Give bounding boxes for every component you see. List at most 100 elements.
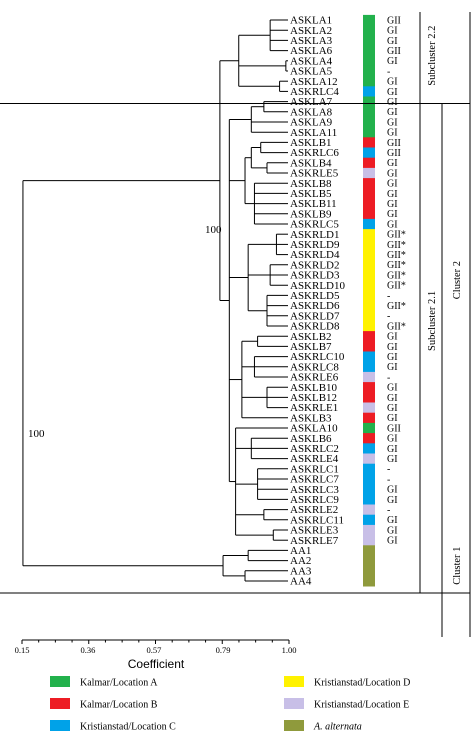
location-swatch	[363, 127, 375, 138]
location-swatch	[363, 239, 375, 250]
legend-swatch	[50, 676, 70, 687]
isolate-label: ASKRLD5	[290, 290, 340, 302]
location-swatch	[363, 269, 375, 281]
location-swatch	[363, 545, 375, 556]
genotype-label: GI	[387, 199, 398, 210]
genotype-label: GI	[387, 219, 398, 230]
genotype-label: GI	[387, 444, 398, 455]
isolate-label: ASKRLD6	[290, 300, 340, 312]
isolate-label: ASKLA2	[290, 25, 332, 37]
isolate-label: ASKLA6	[290, 45, 333, 57]
location-swatch	[363, 290, 375, 301]
location-swatch	[363, 524, 375, 536]
isolate-label: ASKLA3	[290, 35, 333, 47]
location-swatch	[363, 76, 375, 87]
isolate-label: ASKRLE6	[290, 372, 339, 384]
genotype-label: GI	[387, 168, 398, 179]
isolate-label: ASKRLC7	[290, 474, 339, 486]
legend-swatch	[284, 676, 304, 687]
legend-label: Kristianstad/Location C	[80, 722, 176, 733]
legend-label: Kalmar/Location A	[80, 678, 158, 689]
location-swatch	[363, 473, 375, 485]
location-swatch	[363, 157, 375, 169]
location-swatch	[363, 259, 375, 271]
isolate-label: ASKRLD2	[290, 259, 340, 271]
isolate-label: AA1	[290, 545, 311, 557]
location-swatch	[363, 433, 375, 444]
isolate-label: AA4	[290, 576, 312, 588]
genotype-label: GI	[387, 117, 398, 128]
isolate-label: ASKRLE5	[290, 168, 339, 180]
isolate-label: ASKLA8	[290, 106, 333, 118]
location-swatch	[363, 453, 375, 465]
legend-label: A. alternata	[313, 722, 362, 733]
genotype-label: GI	[387, 97, 398, 108]
isolate-label: ASKLA9	[290, 117, 333, 129]
location-swatch	[363, 147, 375, 159]
isolate-label: ASKRLE4	[290, 453, 339, 465]
genotype-label: GI	[387, 525, 398, 536]
location-swatch	[363, 188, 375, 199]
isolate-label: ASKLB1	[290, 137, 332, 149]
location-swatch	[363, 341, 375, 352]
location-swatch	[363, 116, 375, 128]
axis-tick-label: 0.57	[146, 645, 161, 655]
isolate-label: ASKRLD1	[290, 229, 340, 241]
location-swatch	[363, 96, 375, 108]
isolate-label: ASKLB2	[290, 331, 332, 343]
axis-tick-label: 0.79	[216, 645, 231, 655]
location-swatch	[363, 86, 375, 97]
location-swatch	[363, 35, 375, 46]
genotype-label: GI	[387, 87, 398, 98]
isolate-label: ASKLB9	[290, 208, 332, 220]
genotype-label: GII	[387, 423, 401, 434]
isolate-label: ASKRLD10	[290, 280, 346, 292]
genotype-label: GI	[387, 332, 398, 343]
isolate-label: ASKLA1	[290, 15, 332, 27]
genotype-label: GII*	[387, 301, 406, 312]
location-swatch	[363, 422, 375, 434]
legend-label: Kalmar/Location B	[80, 700, 158, 711]
legend-swatch	[50, 720, 70, 731]
genotype-label: GII*	[387, 260, 406, 271]
location-swatch	[363, 178, 375, 189]
isolate-label: ASKLB8	[290, 178, 332, 190]
isolate-label: ASKRLC4	[290, 86, 339, 98]
genotype-label: GI	[387, 536, 398, 547]
genotype-label: GI	[387, 495, 398, 506]
location-swatch	[363, 382, 375, 393]
cluster-label: Subcluster 2.2	[427, 26, 438, 86]
genotype-label: GI	[387, 26, 398, 37]
isolate-label: ASKRLE7	[290, 535, 339, 547]
genotype-label: GI	[387, 515, 398, 526]
location-swatch	[363, 208, 375, 220]
axis-tick-label: 0.36	[81, 645, 96, 655]
location-swatch	[363, 484, 375, 495]
isolate-label: ASKRLD9	[290, 239, 340, 251]
cluster-label: Cluster 2	[452, 261, 463, 299]
genotype-label: GI	[387, 56, 398, 67]
axis-title: Coefficient	[128, 657, 185, 671]
isolate-label: ASKLB6	[290, 433, 332, 445]
location-swatch	[363, 575, 375, 587]
isolate-label: AA2	[290, 555, 311, 567]
isolate-label: ASKRLC8	[290, 361, 339, 373]
isolate-label: ASKLA7	[290, 96, 333, 108]
genotype-label: -	[387, 372, 390, 383]
isolate-label: ASKRLC3	[290, 484, 339, 496]
location-swatch	[363, 300, 375, 312]
legend-swatch	[284, 720, 304, 731]
genotype-label: GII	[387, 138, 401, 149]
isolate-label: ASKRLC10	[290, 351, 345, 363]
genotype-label: GII*	[387, 230, 406, 241]
location-swatch	[363, 167, 375, 179]
isolate-label: ASKLB11	[290, 198, 337, 210]
genotype-label: GI	[387, 434, 398, 445]
axis-tick-label: 1.00	[282, 645, 297, 655]
axis-tick-label: 0.15	[15, 645, 30, 655]
genotype-label: GII*	[387, 321, 406, 332]
location-swatch	[363, 443, 375, 454]
